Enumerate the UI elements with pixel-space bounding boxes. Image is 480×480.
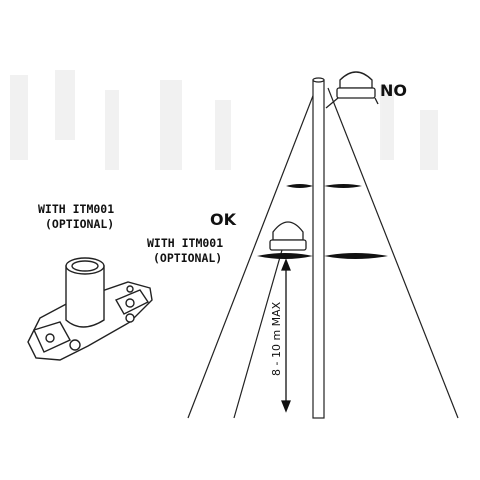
mast-pole: [312, 77, 325, 419]
optional-note-right: (OPTIONAL): [153, 251, 222, 265]
mount-bracket-icon: [27, 257, 153, 361]
no-label: NO: [380, 81, 407, 100]
optional-accessory-label-left: WITH ITM001: [38, 202, 114, 216]
double-arrow-icon: [281, 258, 291, 413]
optional-note-left: (OPTIONAL): [45, 217, 114, 231]
light-cone-lines: [187, 87, 459, 419]
light-dome-icon-ok: [269, 221, 307, 251]
background-watermark: [10, 70, 438, 170]
ok-label: OK: [210, 210, 237, 229]
spreader-lower: [257, 253, 388, 259]
spreader-upper: [286, 184, 362, 188]
height-dimension-label: 8 - 10 m MAX: [270, 301, 283, 376]
light-dome-icon-no: [325, 71, 379, 109]
optional-accessory-label-right: WITH ITM001: [147, 236, 223, 250]
